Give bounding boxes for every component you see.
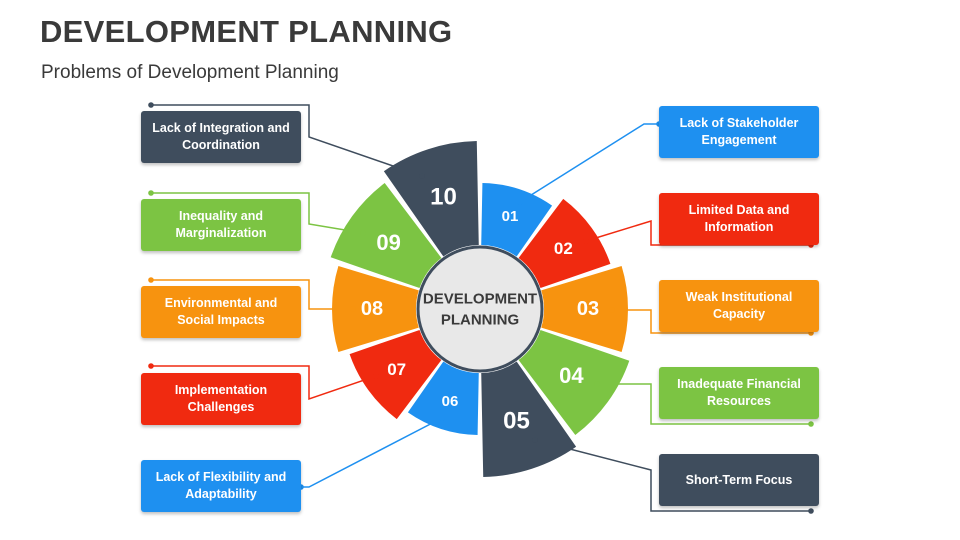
label-box-05: Short-Term Focus xyxy=(659,454,819,506)
label-text-04: Inadequate Financial Resources xyxy=(677,377,801,408)
label-box-08: Environmental and Social Impacts xyxy=(141,286,301,338)
connector-dot-08-box xyxy=(148,277,154,283)
label-text-06: Lack of Flexibility and Adaptability xyxy=(155,470,287,501)
connector-dot-07-wheel xyxy=(373,373,379,379)
connector-line-05 xyxy=(534,439,811,512)
connector-line-10 xyxy=(151,104,423,177)
label-box-06: Lack of Flexibility and Adaptability xyxy=(141,460,301,512)
wheel-segment-01 xyxy=(481,183,553,257)
connector-dot-04-box xyxy=(808,421,814,427)
wheel-segment-04 xyxy=(518,329,630,436)
label-text-03: Weak Institutional Capacity xyxy=(685,290,793,321)
label-box-02: Limited Data and Information xyxy=(659,193,819,245)
center-label-line1: DEVELOPMENT xyxy=(423,291,537,308)
center-label-line2: PLANNING xyxy=(441,312,519,329)
connector-dot-04-wheel xyxy=(594,381,600,387)
connector-line-09 xyxy=(151,192,364,234)
segment-number-06: 06 xyxy=(442,393,459,410)
wheel-segment-02 xyxy=(518,198,611,289)
connector-dot-10-wheel xyxy=(419,173,425,179)
wheel-segment-07 xyxy=(349,329,442,420)
segment-number-08: 08 xyxy=(361,298,383,320)
wheel-segment-08 xyxy=(332,265,419,353)
connector-line-04 xyxy=(597,383,811,425)
label-box-07: Implementation Challenges xyxy=(141,373,301,425)
wheel-segment-03 xyxy=(541,265,628,353)
label-box-09: Inequality and Marginalization xyxy=(141,199,301,251)
label-box-10: Lack of Integration and Coordination xyxy=(141,111,301,163)
segment-number-01: 01 xyxy=(502,208,519,225)
center-circle xyxy=(416,245,544,373)
connector-dot-08-wheel xyxy=(350,306,356,312)
connector-dot-07-box xyxy=(148,363,154,369)
label-box-03: Weak Institutional Capacity xyxy=(659,280,819,332)
connector-line-03 xyxy=(612,309,811,334)
connector-dot-06-wheel xyxy=(439,415,445,421)
connector-dot-02-wheel xyxy=(583,238,589,244)
connector-dot-09-wheel xyxy=(360,230,366,236)
connector-line-02 xyxy=(585,219,811,246)
label-text-05: Short-Term Focus xyxy=(685,472,793,487)
connector-dot-10-box xyxy=(148,102,154,108)
segment-number-02: 02 xyxy=(554,239,573,258)
connector-dot-01-wheel xyxy=(517,199,523,205)
wheel-segment-10 xyxy=(383,141,479,257)
connector-line-01 xyxy=(519,123,659,203)
connector-line-07 xyxy=(151,365,377,401)
segment-number-07: 07 xyxy=(387,360,406,379)
label-box-04: Inadequate Financial Resources xyxy=(659,367,819,419)
label-text-01: Lack of Stakeholder Engagement xyxy=(679,116,799,147)
wheel-segment-06 xyxy=(407,361,479,435)
segment-number-05: 05 xyxy=(503,408,530,435)
label-text-02: Limited Data and Information xyxy=(688,203,790,234)
label-box-01: Lack of Stakeholder Engagement xyxy=(659,106,819,158)
segment-number-04: 04 xyxy=(559,363,584,388)
label-text-10: Lack of Integration and Coordination xyxy=(152,121,290,152)
connector-line-06 xyxy=(301,417,443,488)
segment-number-10: 10 xyxy=(430,183,457,210)
wheel-segment-09 xyxy=(330,182,442,289)
connector-line-08 xyxy=(151,279,353,310)
segment-number-09: 09 xyxy=(376,230,400,255)
label-text-09: Inequality and Marginalization xyxy=(175,209,267,240)
label-text-08: Environmental and Social Impacts xyxy=(164,296,278,327)
segment-number-03: 03 xyxy=(577,298,599,320)
label-text-07: Implementation Challenges xyxy=(174,383,268,414)
connector-dot-05-wheel xyxy=(532,437,538,443)
connector-dot-09-box xyxy=(148,190,154,196)
page-title: DEVELOPMENT PLANNING xyxy=(40,14,453,49)
connector-dot-05-box xyxy=(808,508,814,514)
page-subtitle: Problems of Development Planning xyxy=(41,62,339,83)
wheel-segment-05 xyxy=(481,361,577,477)
connector-dot-03-wheel xyxy=(609,307,615,313)
